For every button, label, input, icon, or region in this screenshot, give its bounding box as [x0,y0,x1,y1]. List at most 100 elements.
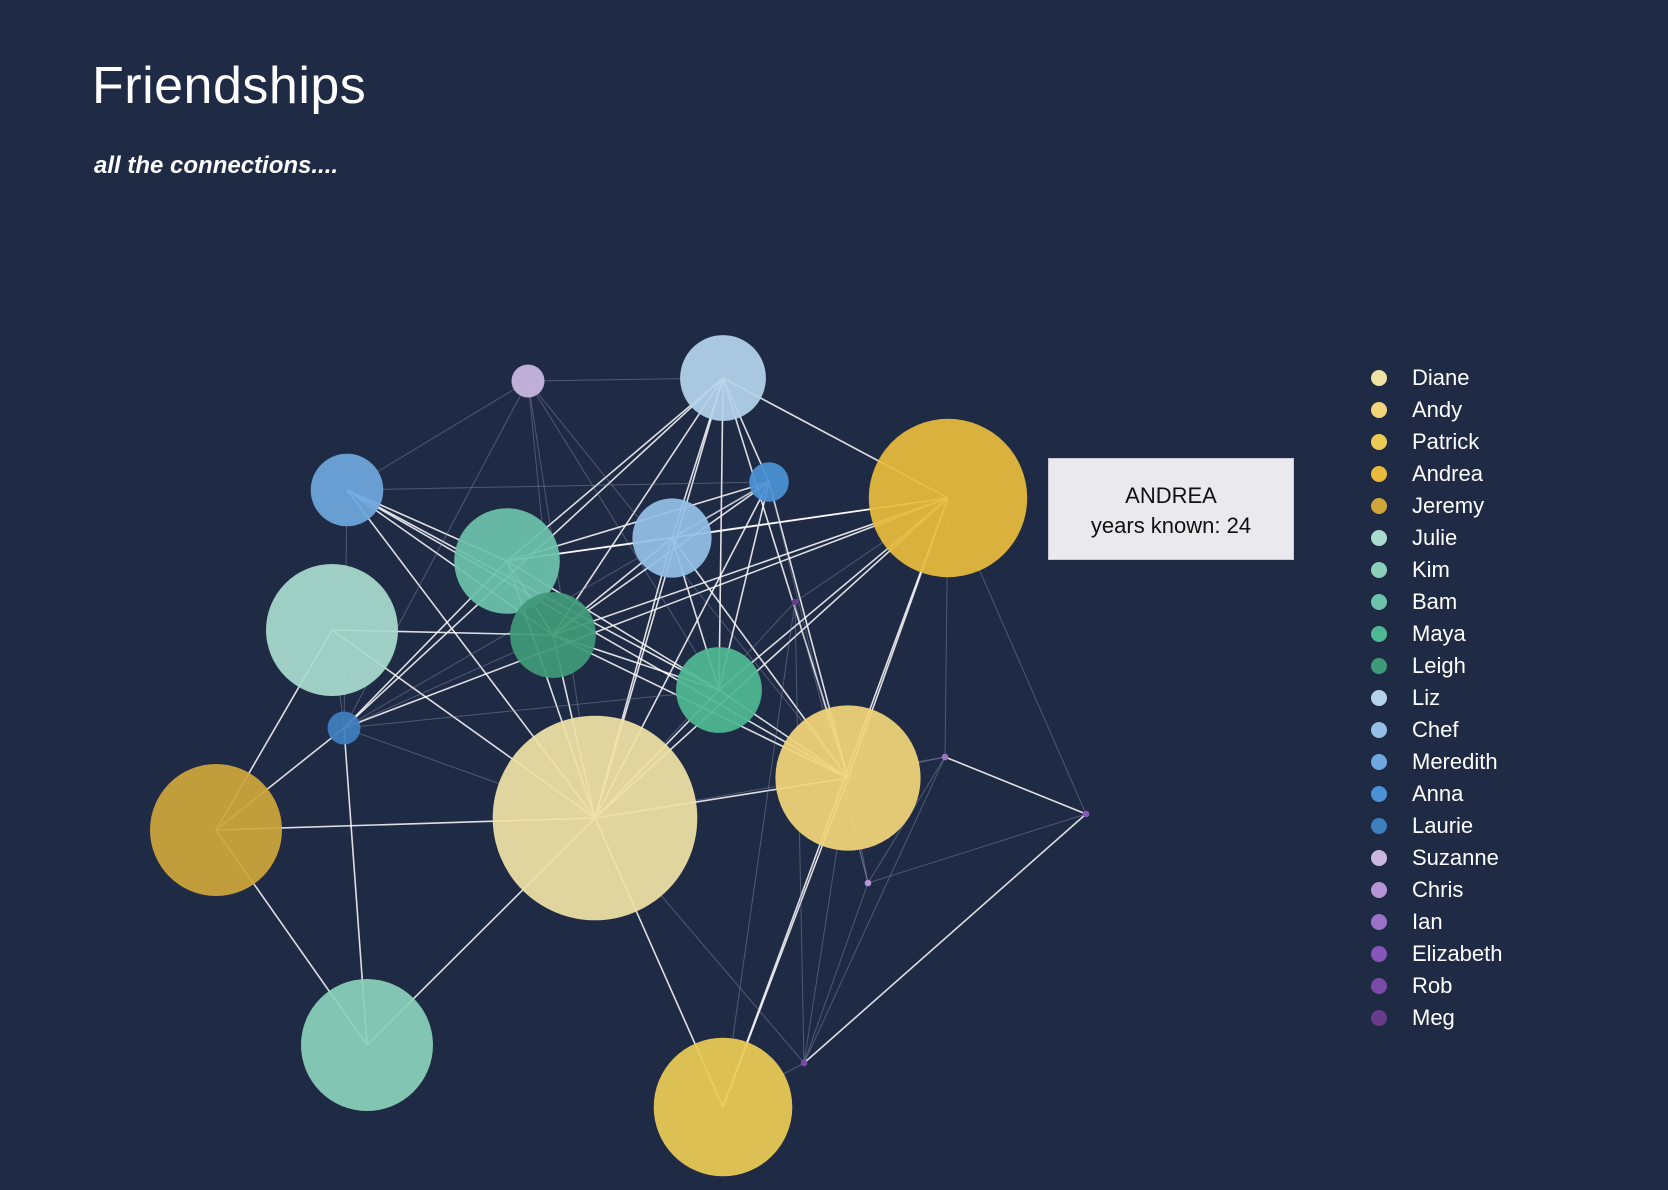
node-meg[interactable] [791,598,799,606]
tooltip-detail: years known: 24 [1090,513,1252,538]
legend-swatch [1371,1010,1387,1026]
legend-swatch [1371,402,1387,418]
node-meredith[interactable] [310,453,384,527]
legend-item-chef[interactable]: Chef [1370,714,1630,746]
node-kim[interactable] [301,979,433,1111]
legend-label: Rob [1412,973,1453,998]
node-julie[interactable] [266,564,398,696]
node-anna[interactable] [749,462,789,502]
legend-swatch [1371,466,1387,482]
legend-label: Bam [1412,589,1458,614]
link-chris-elizabeth [867,813,1087,884]
node-rob[interactable] [800,1059,808,1067]
legend-swatch [1371,754,1387,770]
link-liz-maya [718,377,724,691]
node-diane[interactable] [492,715,698,921]
legend-item-meredith[interactable]: Meredith [1370,746,1630,778]
legend-swatch [1371,946,1387,962]
legend-item-diane[interactable]: Diane [1370,362,1630,394]
node-chef[interactable] [632,498,712,578]
legend-item-laurie[interactable]: Laurie [1370,810,1630,842]
node-leigh[interactable] [510,592,596,678]
legend-label: Diane [1412,365,1470,390]
legend-label: Anna [1412,781,1464,806]
node-ian[interactable] [941,753,949,761]
legend-item-andrea[interactable]: Andrea [1370,458,1630,490]
legend-swatch [1371,594,1387,610]
link-maya-laurie [343,689,720,729]
link-rob-meg [794,601,805,1064]
link-liz-leigh [552,377,724,636]
legend-label: Liz [1412,685,1441,710]
link-meredith-andy [346,489,849,779]
legend-swatch [1371,978,1387,994]
legend-label: Maya [1412,621,1466,646]
node-suzanne[interactable] [511,364,545,398]
legend-item-rob[interactable]: Rob [1370,970,1630,1002]
legend-item-elizabeth[interactable]: Elizabeth [1370,938,1630,970]
node-maya[interactable] [676,647,762,733]
node-patrick[interactable] [653,1037,793,1177]
legend-item-liz[interactable]: Liz [1370,682,1630,714]
legend-swatch [1371,850,1387,866]
legend-item-andy[interactable]: Andy [1370,394,1630,426]
legend-label: Chris [1412,877,1464,902]
legend-item-bam[interactable]: Bam [1370,586,1630,618]
link-chris-rob [803,882,869,1064]
link-suzanne-andy [527,380,849,779]
legend-item-chris[interactable]: Chris [1370,874,1630,906]
page-subtitle: all the connections.... [94,152,339,179]
node-tooltip: ANDREA years known: 24 [1048,458,1294,560]
legend-swatch [1371,690,1387,706]
legend-swatch [1371,658,1387,674]
legend-swatch [1371,434,1387,450]
link-elizabeth-rob [803,813,1087,1064]
legend-label: Kim [1412,557,1450,582]
legend-label: Leigh [1412,653,1466,678]
legend-label: Jeremy [1412,493,1485,518]
node-chris[interactable] [864,879,872,887]
legend-item-patrick[interactable]: Patrick [1370,426,1630,458]
legend-swatch [1371,562,1387,578]
node-liz[interactable] [680,335,766,421]
node-andy[interactable] [775,705,921,851]
legend-label: Laurie [1412,813,1474,838]
legend-label: Julie [1412,525,1458,550]
legend-item-anna[interactable]: Anna [1370,778,1630,810]
link-ian-elizabeth [944,756,1087,815]
node-elizabeth[interactable] [1082,810,1090,818]
legend-label: Meg [1412,1005,1455,1030]
node-jeremy[interactable] [150,764,282,896]
legend-swatch [1371,498,1387,514]
legend-swatch [1371,882,1387,898]
node-andrea[interactable] [868,418,1028,578]
legend-label: Chef [1412,717,1459,742]
link-ian-rob [803,756,946,1064]
legend-label: Andrea [1412,461,1483,486]
legend-label: Andy [1412,397,1463,422]
node-laurie[interactable] [327,711,361,745]
legend-item-maya[interactable]: Maya [1370,618,1630,650]
legend-item-ian[interactable]: Ian [1370,906,1630,938]
legend-swatch [1371,530,1387,546]
legend-label: Meredith [1412,749,1498,774]
legend-label: Patrick [1412,429,1480,454]
legend-label: Ian [1412,909,1443,934]
legend-item-leigh[interactable]: Leigh [1370,650,1630,682]
legend-item-julie[interactable]: Julie [1370,522,1630,554]
legend-swatch [1371,722,1387,738]
link-andrea-laurie [343,497,949,729]
nodes-layer [150,335,1090,1177]
link-meredith-anna [346,481,770,491]
legend-item-kim[interactable]: Kim [1370,554,1630,586]
legend-label: Suzanne [1412,845,1499,870]
legend-item-meg[interactable]: Meg [1370,1002,1630,1034]
legend-item-suzanne[interactable]: Suzanne [1370,842,1630,874]
legend-item-jeremy[interactable]: Jeremy [1370,490,1630,522]
node-bam[interactable] [454,508,560,614]
link-meg-patrick [722,601,796,1108]
legend-swatch [1371,914,1387,930]
